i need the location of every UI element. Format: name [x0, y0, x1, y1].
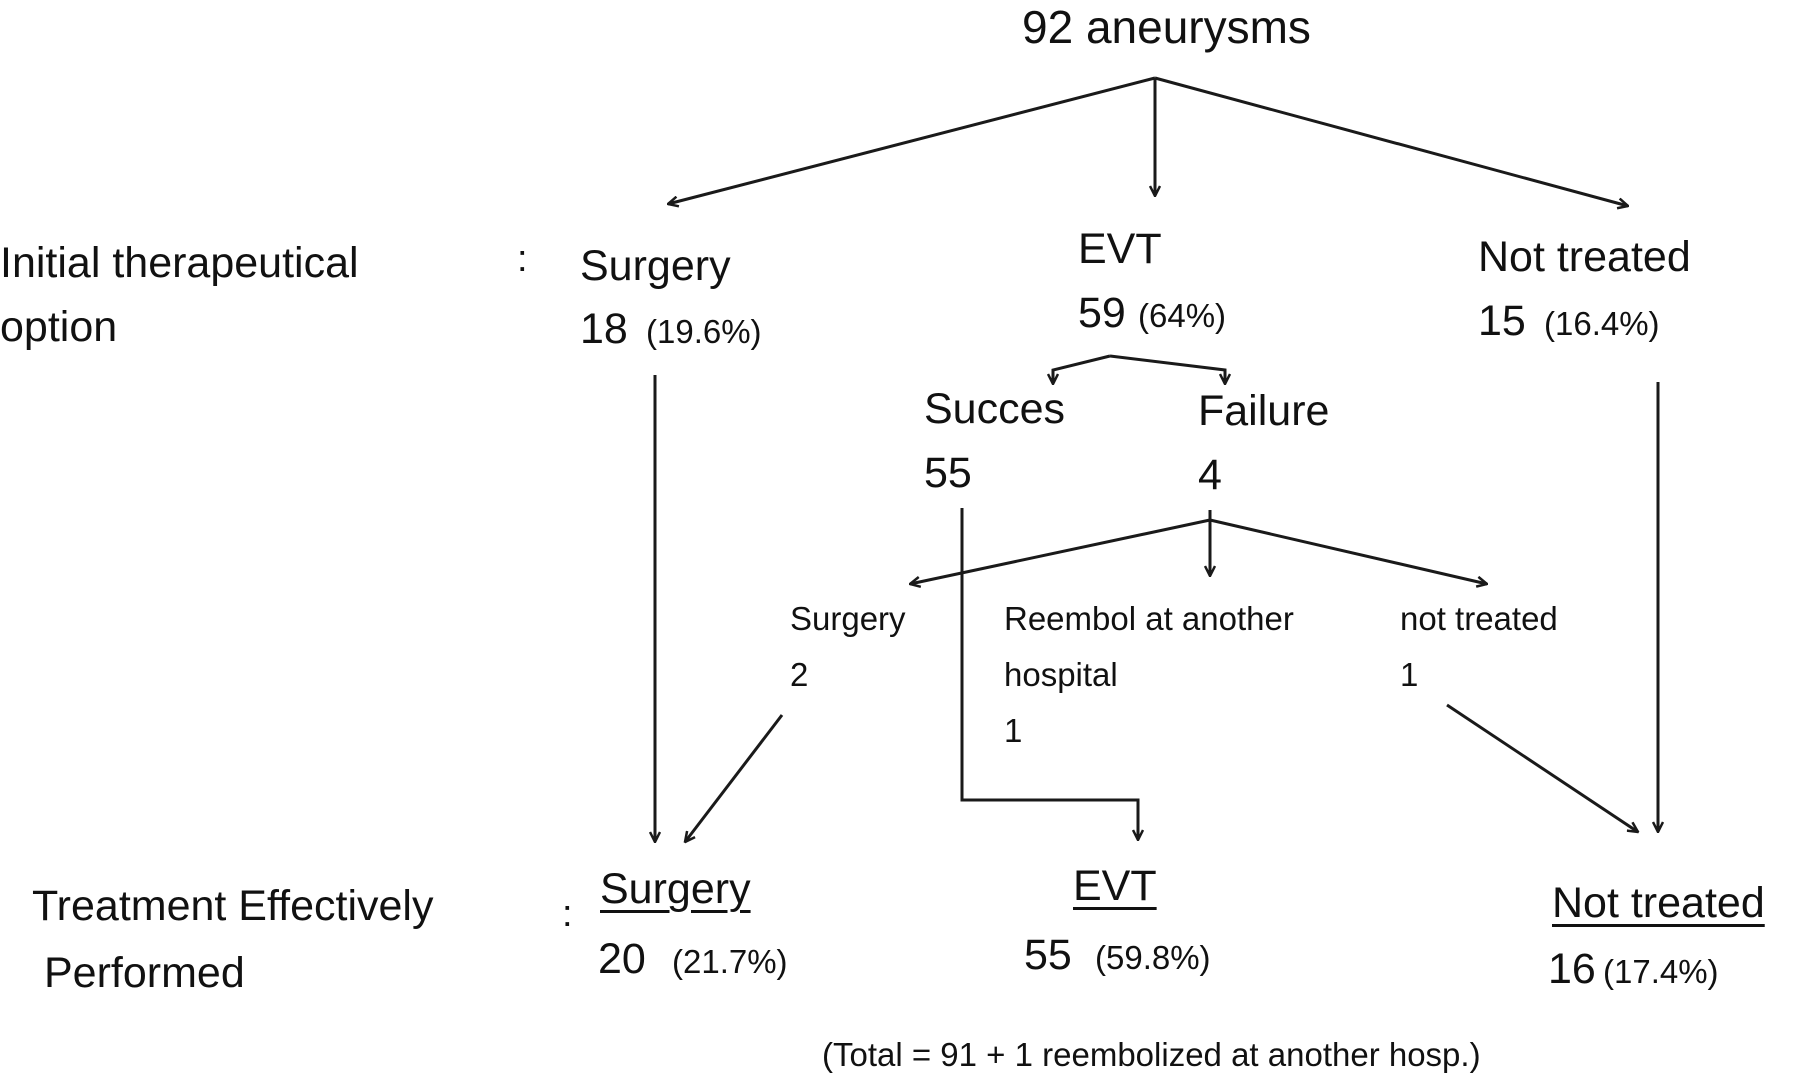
initial-surgery-pct: (19.6%) — [646, 313, 762, 350]
row-label-effective-line2: Performed — [44, 949, 245, 997]
arrow-root-to-not-treated — [1154, 76, 1628, 206]
failure-surgery-count: 2 — [790, 656, 809, 693]
evt-failure-label: Failure — [1198, 387, 1330, 435]
effective-not-treated-label: Not treated — [1552, 879, 1765, 927]
failure-reembol-line2: hospital — [1004, 656, 1118, 693]
effective-surgery-count: 20 — [598, 935, 646, 983]
arrow-failure-to-surgery — [910, 518, 1211, 584]
failure-not-treated-count: 1 — [1400, 656, 1419, 693]
arrow-root-to-surgery — [668, 76, 1156, 204]
row-colon-initial: : — [517, 238, 528, 280]
arrow-evt-to-failure — [1109, 354, 1225, 384]
initial-surgery-count: 18 — [580, 305, 628, 353]
effective-evt-pct: (59.8%) — [1095, 939, 1211, 976]
arrow-failure-to-not-treated — [1209, 518, 1487, 584]
initial-evt-pct: (64%) — [1138, 297, 1227, 334]
effective-surgery-pct: (21.7%) — [672, 943, 788, 980]
initial-surgery-label: Surgery — [580, 242, 731, 290]
failure-not-treated-label: not treated — [1400, 600, 1558, 637]
failure-surgery-label: Surgery — [790, 600, 906, 637]
row-label-initial-line2: option — [0, 303, 118, 351]
effective-surgery-label: Surgery — [600, 865, 751, 913]
initial-evt-count: 59 — [1078, 289, 1126, 337]
initial-evt-label: EVT — [1078, 225, 1162, 273]
row-colon-effective: : — [562, 893, 573, 935]
effective-not-treated-count: 16 — [1548, 945, 1596, 993]
initial-not-treated-pct: (16.4%) — [1544, 305, 1660, 342]
effective-evt-count: 55 — [1024, 931, 1072, 979]
initial-not-treated-label: Not treated — [1478, 233, 1691, 281]
failure-reembol-line1: Reembol at another — [1004, 600, 1294, 637]
effective-not-treated-pct: (17.4%) — [1603, 953, 1719, 990]
evt-success-count: 55 — [924, 449, 972, 497]
arrow-evt-to-success — [1053, 354, 1111, 384]
arrow-failure-surgery-to-effective-surgery — [685, 714, 784, 842]
root-node: 92 aneurysms — [1022, 1, 1311, 53]
failure-reembol-count: 1 — [1004, 712, 1023, 749]
arrow-failure-not-treated-to-effective-not-treated — [1446, 703, 1638, 832]
evt-success-label: Succes — [924, 385, 1066, 433]
row-label-initial-line1: Initial therapeutical — [0, 239, 359, 287]
arrow-success-to-effective-evt — [960, 508, 1138, 840]
initial-not-treated-count: 15 — [1478, 297, 1526, 345]
row-label-effective-line1: Treatment Effectively — [32, 882, 434, 930]
footnote-total: (Total = 91 + 1 reembolized at another h… — [822, 1036, 1481, 1073]
evt-failure-count: 4 — [1198, 451, 1222, 499]
effective-evt-label: EVT — [1073, 862, 1157, 910]
